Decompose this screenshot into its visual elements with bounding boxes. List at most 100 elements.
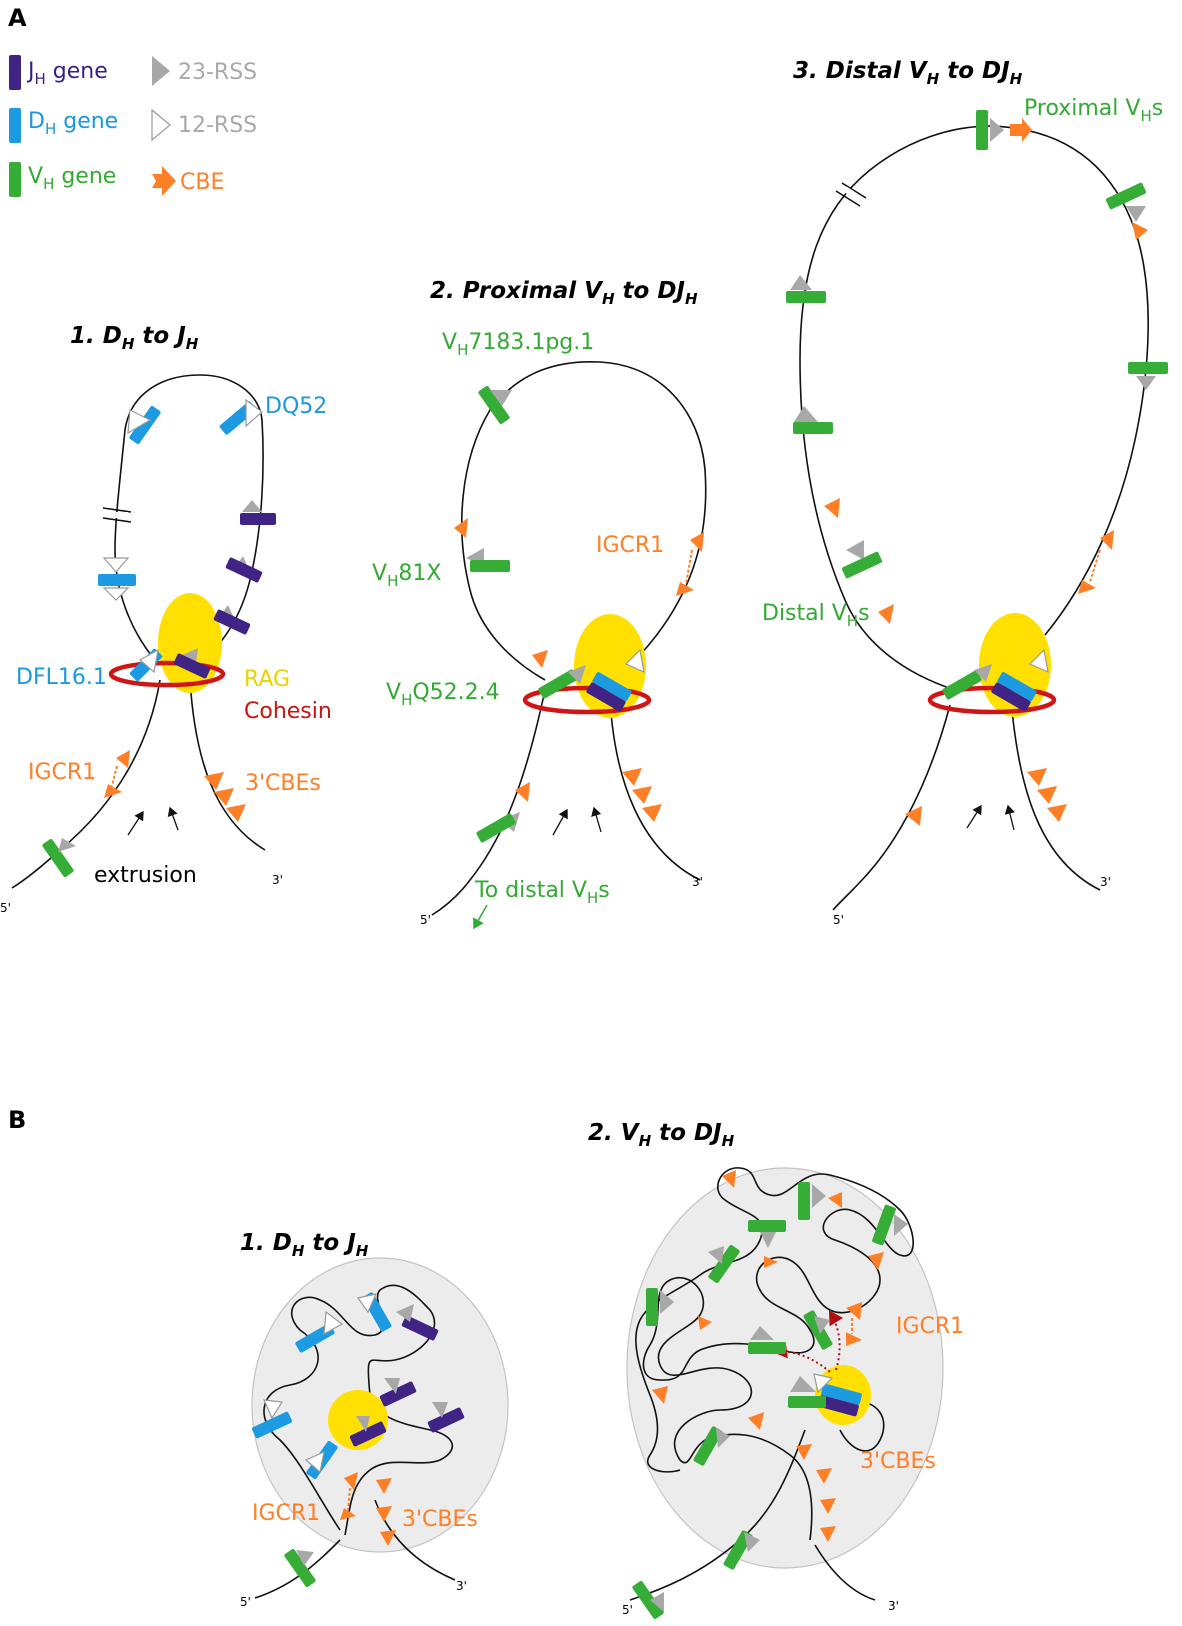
a1-3cbes-label: 3'CBEs xyxy=(245,771,321,796)
b1-3cbes-label: 3'CBEs xyxy=(402,1507,478,1532)
a1-jh-gene xyxy=(213,609,251,635)
a2-23-rss xyxy=(490,390,512,406)
a3-proximal-vhs-label: Proximal VHs xyxy=(1024,96,1163,125)
a2-cbe xyxy=(532,650,548,668)
a2-dj-complex xyxy=(586,672,632,712)
b-step1-diagram: IGCR1 3'CBEs 5' 3' xyxy=(240,1257,509,1609)
a1-12-rss xyxy=(245,398,263,428)
a2-loop-strand xyxy=(461,360,707,681)
b2-cbe xyxy=(764,1256,778,1268)
b2-23-rss xyxy=(716,1428,730,1448)
b2-23-rss xyxy=(650,1592,664,1612)
a1-rag-label: RAG xyxy=(244,667,290,692)
a3-23-rss xyxy=(794,406,818,422)
b2-23-rss xyxy=(894,1214,908,1236)
a1-dfl161-label: DFL16.1 xyxy=(16,665,107,690)
b2-23-rss xyxy=(744,1532,760,1552)
b2-5prime-label: 5' xyxy=(622,1603,633,1617)
panel-label-b: B xyxy=(8,1106,26,1134)
a3-5prime-label: 5' xyxy=(833,913,844,927)
a3-extrusion-arrow xyxy=(966,804,982,829)
a2-right-tail xyxy=(609,699,701,881)
a1-jh-gene xyxy=(173,653,211,679)
a3-23-rss xyxy=(1126,206,1146,222)
a3-right-tail xyxy=(1011,709,1101,891)
a1-extrusion-arrow xyxy=(167,806,179,831)
b2-cbe xyxy=(722,1170,736,1188)
a2-to-distal-label: To distal VHs xyxy=(474,878,610,907)
a1-3prime-label: 3' xyxy=(272,873,283,887)
a2-vh-gene xyxy=(476,813,516,843)
a1-rag-complex xyxy=(158,593,222,693)
b1-12-rss xyxy=(263,1399,284,1420)
b2-cbe xyxy=(828,1192,842,1208)
legend-jh-swatch xyxy=(9,55,21,90)
a3-vh-gene xyxy=(1128,362,1168,374)
legend-12-rss-label: 12-RSS xyxy=(178,113,257,138)
b2-vh-gene xyxy=(872,1204,896,1246)
a3-distal-vhs-label: Distal VHs xyxy=(762,601,870,630)
b2-3cbes-label: 3'CBEs xyxy=(860,1449,936,1474)
a3-vh-gene xyxy=(786,291,826,303)
a1-extrusion-arrow xyxy=(127,810,144,836)
a1-jh-gene xyxy=(240,513,276,525)
a3-cohesin-ring xyxy=(927,685,1057,715)
legend-cbe-label: CBE xyxy=(180,170,224,195)
b1-5prime-label: 5' xyxy=(240,1595,251,1609)
b1-12-rss xyxy=(304,1450,325,1474)
b1-3prime-label: 3' xyxy=(456,1579,467,1593)
b2-vh-gene xyxy=(646,1288,658,1326)
a1-12-rss xyxy=(138,648,159,674)
b1-vh-gene xyxy=(284,1548,316,1588)
b2-vh-gene xyxy=(693,1426,723,1466)
a1-igcr1-cbes xyxy=(104,750,130,798)
a2-vh-gene xyxy=(478,385,510,425)
legend-dh-label: DH gene xyxy=(28,109,118,138)
b1-12-rss xyxy=(356,1293,378,1314)
a2-3prime-label: 3' xyxy=(692,875,703,889)
b2-right-loop xyxy=(839,1399,885,1452)
a2-vh7183-label: VH7183.1pg.1 xyxy=(442,330,594,359)
a3-cbe xyxy=(1132,222,1148,240)
b1-chromatin-strand xyxy=(263,1284,454,1536)
legend-23-rss-triangle xyxy=(152,56,170,86)
a3-vh-gene xyxy=(976,110,988,150)
a-step3-title: 3. Distal VH to DJH xyxy=(793,58,1023,88)
b2-23-rss xyxy=(760,1232,776,1248)
a2-vhq52-label: VHQ52.2.4 xyxy=(386,680,500,709)
a3-cbe xyxy=(905,806,922,826)
a2-extrusion-arrow xyxy=(591,806,602,833)
legend: JH gene DH gene VH gene 23-RSS 12-RSS CB… xyxy=(9,55,257,197)
a3-vh-gene xyxy=(942,670,982,700)
b1-23-rss xyxy=(396,1304,414,1322)
a2-vh81x-label: VH81X xyxy=(372,561,441,590)
a3-left-tail xyxy=(832,704,951,911)
a1-jh-gene xyxy=(225,557,263,583)
a2-12-rss xyxy=(624,648,645,674)
a2-left-tail xyxy=(431,689,546,916)
b2-vh-gene xyxy=(803,1310,833,1350)
a3-loop-break xyxy=(835,182,867,207)
b2-vh-gene xyxy=(748,1220,786,1232)
b2-vh-gene xyxy=(708,1244,740,1284)
a3-12-rss xyxy=(1028,648,1049,674)
a1-vh-gene xyxy=(42,838,74,878)
a2-vh81x-gene xyxy=(470,560,510,572)
a3-3prime-cbes xyxy=(1027,768,1067,822)
a3-vh-gene xyxy=(1105,182,1147,210)
a2-23-rss xyxy=(568,665,586,684)
a1-cohesin-ring xyxy=(108,660,226,688)
b2-23-rss xyxy=(812,1184,826,1208)
b2-cbe xyxy=(652,1386,668,1404)
legend-23-rss-label: 23-RSS xyxy=(178,60,257,85)
b2-23-rss xyxy=(660,1290,674,1314)
b-step2-title: 2. VH to DJH xyxy=(588,1120,735,1150)
b1-23-rss xyxy=(432,1402,448,1418)
b1-3prime-cbes xyxy=(376,1478,396,1546)
a2-cohesin-ring xyxy=(522,685,652,715)
a-step3-diagram: Proximal VHs Distal VHs 5' 3' xyxy=(762,96,1168,927)
a1-23-rss xyxy=(58,838,76,852)
a1-cohesin-label: Cohesin xyxy=(244,699,332,724)
a1-left-tail xyxy=(11,679,161,889)
